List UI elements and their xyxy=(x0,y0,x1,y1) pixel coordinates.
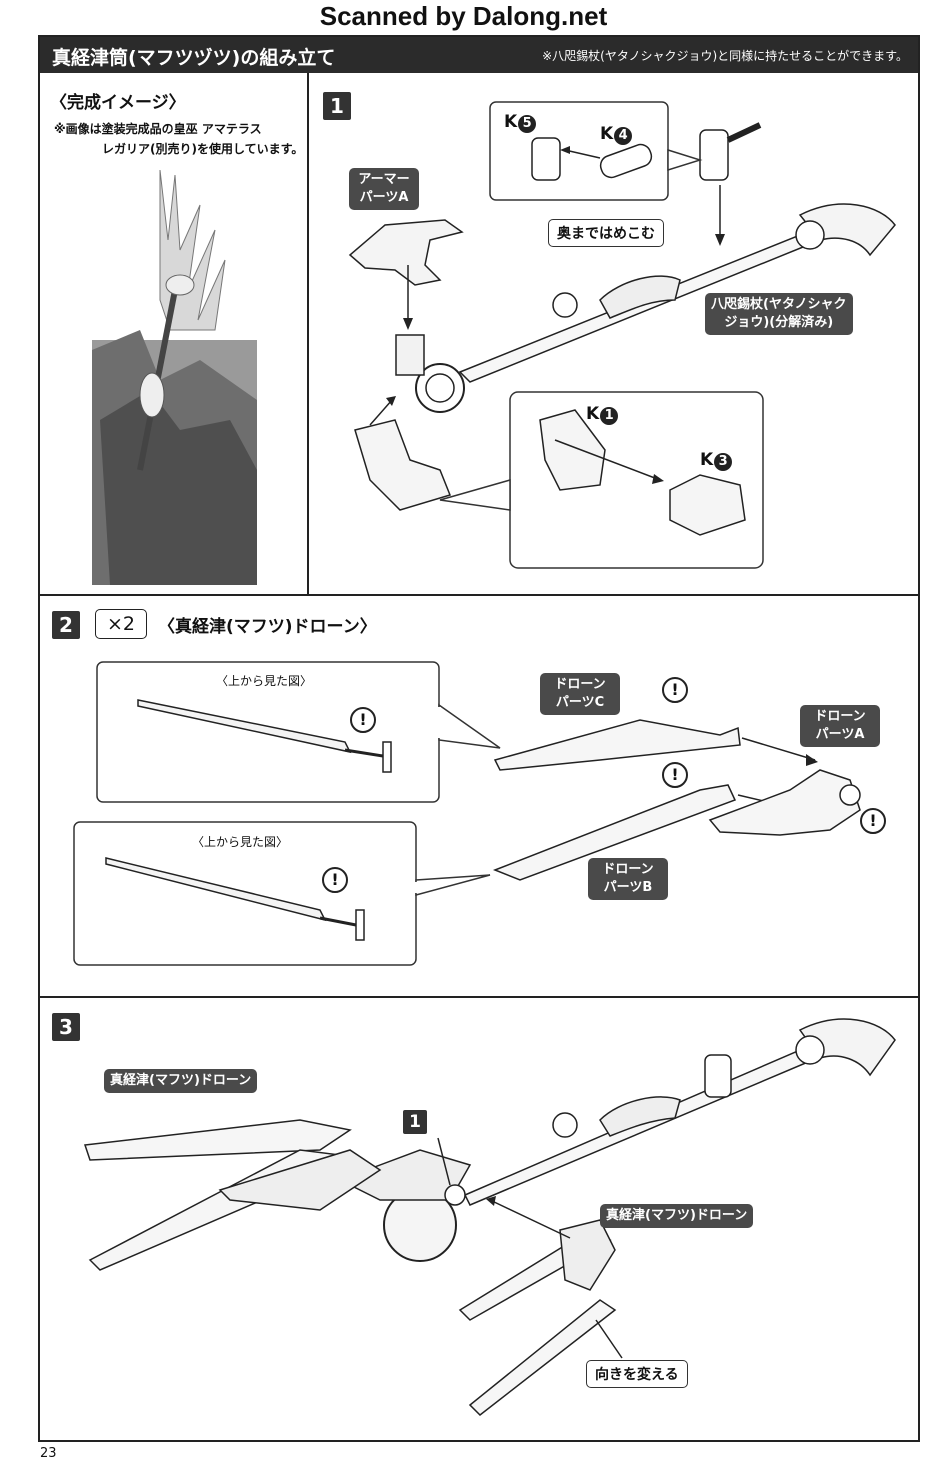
push-in-label: 奥まではめこむ xyxy=(548,219,664,247)
section-note: ※八咫錫杖(ヤタノシャクジョウ)と同様に持たせることができます。 xyxy=(542,49,908,63)
caution-icon-5: ! xyxy=(860,808,886,834)
drone-a-tag-line-2: パーツA xyxy=(815,727,865,742)
k4-number: 4 xyxy=(614,127,633,145)
drone-part-a-tag: ドローン パーツA xyxy=(800,705,880,747)
step-2-title: 〈真経津(マフツ)ドローン〉 xyxy=(158,617,377,637)
assembled-staff xyxy=(463,1049,810,1206)
drone-c-tag-line-1: ドローン xyxy=(554,677,606,692)
left-drone-upper xyxy=(83,1119,352,1161)
page-frame xyxy=(38,35,920,1442)
drone-part-c xyxy=(493,719,741,771)
caution-icon-1: ! xyxy=(350,707,376,733)
part-k4 xyxy=(599,143,653,179)
caution-icon-4: ! xyxy=(662,762,688,788)
k3-number: 3 xyxy=(714,453,733,471)
k1-number: 1 xyxy=(600,407,619,425)
right-drone-lower xyxy=(468,1299,617,1416)
image-panel-note-2: レガリア(別売り)を使用しています。 xyxy=(102,142,304,156)
drone-b-tag-line-1: ドローン xyxy=(602,862,654,877)
joint-part xyxy=(699,129,729,181)
staff-tag: 八咫錫杖(ヤタノシャク ジョウ)(分解済み) xyxy=(705,293,853,335)
step-3-ref-step-1: 1 xyxy=(403,1110,427,1134)
part-k1 xyxy=(539,409,606,491)
k4-letter: K xyxy=(600,124,614,144)
drone-tag-right: 真経津(マフツ)ドローン xyxy=(600,1204,754,1228)
staff-head xyxy=(798,203,896,257)
top-view-label-1: 〈上から見た図〉 xyxy=(216,674,313,688)
step-3-number: 3 xyxy=(52,1013,80,1041)
section-header: 真経津筒(マフツヅツ)の組み立て ※八咫錫杖(ヤタノシャクジョウ)と同様に持たせ… xyxy=(40,37,918,73)
staff-tag-line-2: ジョウ)(分解済み) xyxy=(724,315,834,330)
completed-figure-photo xyxy=(92,169,257,585)
rotate-label: 向きを変える xyxy=(586,1360,688,1388)
image-panel-divider xyxy=(307,73,309,595)
caution-icon-3: ! xyxy=(662,677,688,703)
k1-letter: K xyxy=(586,404,600,424)
drone-part-c-tag: ドローン パーツC xyxy=(540,673,620,715)
step-2-multiplier: ×2 xyxy=(95,609,147,639)
step1-bottom-divider xyxy=(40,594,918,596)
armor-part-a xyxy=(348,219,464,286)
k5-number: 5 xyxy=(518,115,537,133)
image-panel-note-1: ※画像は塗装完成品の皇巫 アマテラス xyxy=(54,122,262,136)
scan-watermark: Scanned by Dalong.net xyxy=(319,1,608,31)
staff-tag-line-1: 八咫錫杖(ヤタノシャク xyxy=(711,297,847,312)
step-2-number: 2 xyxy=(52,611,80,639)
part-k5 xyxy=(531,137,561,181)
caution-icon-2: ! xyxy=(322,867,348,893)
drone-c-tag-line-2: パーツC xyxy=(555,695,605,710)
armor-tag-line-1: アーマー xyxy=(358,172,410,187)
part-k3 xyxy=(669,474,746,536)
drone-a-tag-line-1: ドローン xyxy=(814,709,866,724)
section-title: 真経津筒(マフツヅツ)の組み立て xyxy=(52,47,336,69)
armor-part-a-tag: アーマー パーツA xyxy=(349,168,419,210)
k3-letter: K xyxy=(700,450,714,470)
k5-letter: K xyxy=(504,112,518,132)
step-1-number: 1 xyxy=(323,92,351,120)
drone-tag-left: 真経津(マフツ)ドローン xyxy=(104,1069,258,1093)
drone-b-tag-line-2: パーツB xyxy=(603,880,653,895)
drone-part-a xyxy=(708,769,861,836)
step2-bottom-divider xyxy=(40,996,918,998)
armor-tag-line-2: パーツA xyxy=(359,190,409,205)
page-number: 23 xyxy=(40,1446,57,1461)
drone-part-b xyxy=(492,784,737,881)
image-panel-heading: 〈完成イメージ〉 xyxy=(50,93,186,113)
top-view-label-2: 〈上から見た図〉 xyxy=(192,835,289,849)
drone-part-b-tag: ドローン パーツB xyxy=(588,858,668,900)
grip-assembly xyxy=(354,419,452,511)
